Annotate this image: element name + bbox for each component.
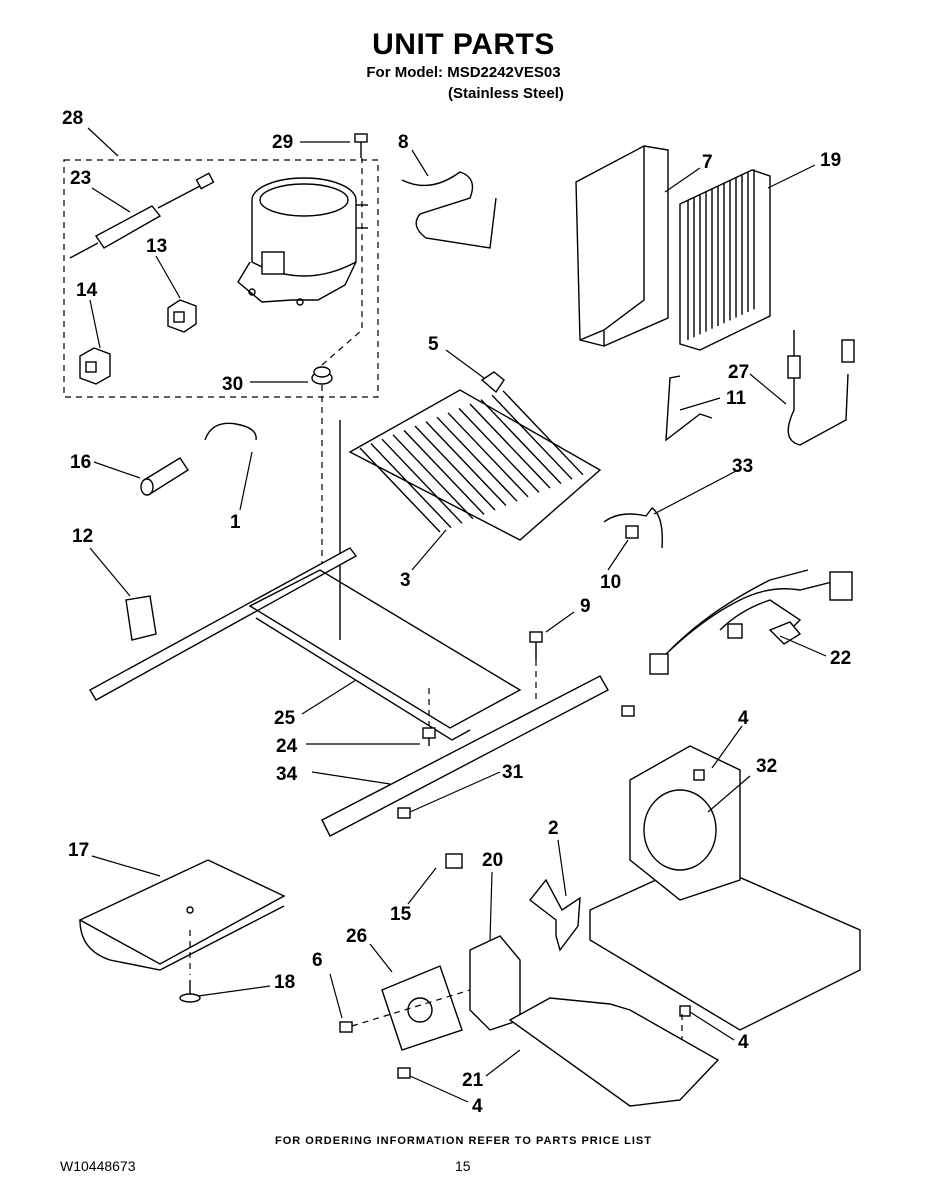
tube-part-8: [401, 171, 497, 249]
wire-part-1: [204, 422, 257, 441]
evaporator-wire: [414, 425, 496, 511]
screw-part-6: [339, 1021, 353, 1033]
evaporator-wire: [502, 390, 584, 476]
drier-part-23: [69, 172, 215, 259]
screw-part-10: [625, 525, 639, 539]
callout-7: 7: [702, 152, 713, 173]
fan-blade-part-2: [529, 878, 581, 952]
evaporator-wire: [392, 434, 474, 520]
tape-part-16: [140, 457, 189, 496]
evaporator-wire: [381, 438, 463, 524]
model-number: For Model: MSD2242VES03: [366, 64, 561, 81]
page-number: 15: [455, 1158, 471, 1174]
callout-29: 29: [272, 132, 293, 153]
evaporator-wire: [403, 429, 485, 515]
compressor-kit-box: [63, 159, 379, 398]
base-pan-part-32: [589, 745, 861, 1031]
callout-labels: 28 29 8 7 19 23 13 14 30 5 27 11 16 1 33…: [62, 108, 851, 1117]
callout-16: 16: [70, 452, 91, 473]
grommet-part-30: [311, 158, 363, 575]
callout-1: 1: [230, 512, 241, 533]
screw-part-24: [422, 727, 436, 746]
callout-25: 25: [274, 708, 296, 729]
condenser-shroud-part-7: [575, 145, 669, 347]
callout-17: 17: [68, 840, 89, 861]
bracket-part-26: [381, 965, 463, 1051]
overload-part-14: [79, 347, 111, 385]
callout-31: 31: [502, 762, 524, 783]
callout-21: 21: [462, 1070, 484, 1091]
callout-28: 28: [62, 108, 83, 129]
tube-part-27: [787, 330, 855, 446]
drain-pan-part-21: [508, 997, 720, 1107]
document-number: W10448673: [60, 1158, 136, 1174]
evaporator-wire: [370, 443, 452, 529]
frame-part-25: [89, 547, 522, 741]
condenser-part-19: [679, 169, 771, 351]
bracket-part-12: [125, 595, 157, 641]
screw-part-4-upper: [693, 769, 705, 781]
evaporator-wire: [458, 407, 540, 493]
callout-9: 9: [580, 596, 591, 617]
foot-part-18: [179, 980, 201, 1003]
callout-18: 18: [274, 972, 295, 993]
clip-part-5: [480, 371, 505, 394]
callout-32: 32: [756, 756, 777, 777]
callout-13: 13: [146, 236, 167, 257]
callout-3: 3: [400, 570, 411, 591]
cover-part-17: [78, 859, 286, 971]
evaporator-wire: [359, 447, 441, 533]
callout-4-bottom: 4: [472, 1096, 483, 1117]
callout-24: 24: [276, 736, 298, 757]
tube-part-11: [665, 375, 713, 442]
evaporator-wire: [447, 412, 529, 498]
screw-part-9: [529, 631, 543, 660]
screw-part-29: [354, 133, 368, 158]
evaporator-wire: [469, 403, 551, 489]
evaporator-wire: [480, 399, 562, 485]
callout-33: 33: [732, 456, 753, 477]
callout-4-top: 4: [738, 708, 749, 729]
screw-part-31: [397, 705, 635, 819]
callout-12: 12: [72, 526, 93, 547]
callout-11: 11: [726, 388, 747, 409]
callout-26: 26: [346, 926, 367, 947]
evaporator-wire: [491, 394, 573, 480]
relay-part-13: [167, 299, 197, 333]
leader-lines: [87, 127, 827, 1103]
callout-14: 14: [76, 280, 98, 301]
callout-19: 19: [820, 150, 841, 171]
tube-part-33: [603, 507, 663, 549]
callout-5: 5: [428, 334, 439, 355]
page-title: UNIT PARTS: [372, 28, 555, 61]
fan-motor-part-20: [469, 935, 521, 1031]
evaporator-part-3: [339, 389, 602, 640]
ordering-note: FOR ORDERING INFORMATION REFER TO PARTS …: [275, 1135, 652, 1147]
screw-part-4-lower: [397, 1005, 691, 1079]
callout-27: 27: [728, 362, 749, 383]
callout-15: 15: [390, 904, 412, 925]
callout-2: 2: [548, 818, 559, 839]
evaporator-wire: [436, 416, 518, 502]
spring-part-15: [445, 853, 463, 869]
callout-10: 10: [600, 572, 621, 593]
callout-22: 22: [830, 648, 851, 669]
rail-part-34: [321, 675, 609, 837]
callout-6: 6: [312, 950, 323, 971]
callout-30: 30: [222, 374, 243, 395]
callout-8: 8: [398, 132, 409, 153]
model-variant: (Stainless Steel): [448, 85, 564, 102]
wire-harness-part-22: [649, 569, 853, 675]
callout-20: 20: [482, 850, 503, 871]
evaporator-wire: [425, 421, 507, 507]
callout-4-middle: 4: [738, 1032, 749, 1053]
compressor-part: [237, 177, 368, 306]
callout-23: 23: [70, 168, 91, 189]
callout-34: 34: [276, 764, 298, 785]
